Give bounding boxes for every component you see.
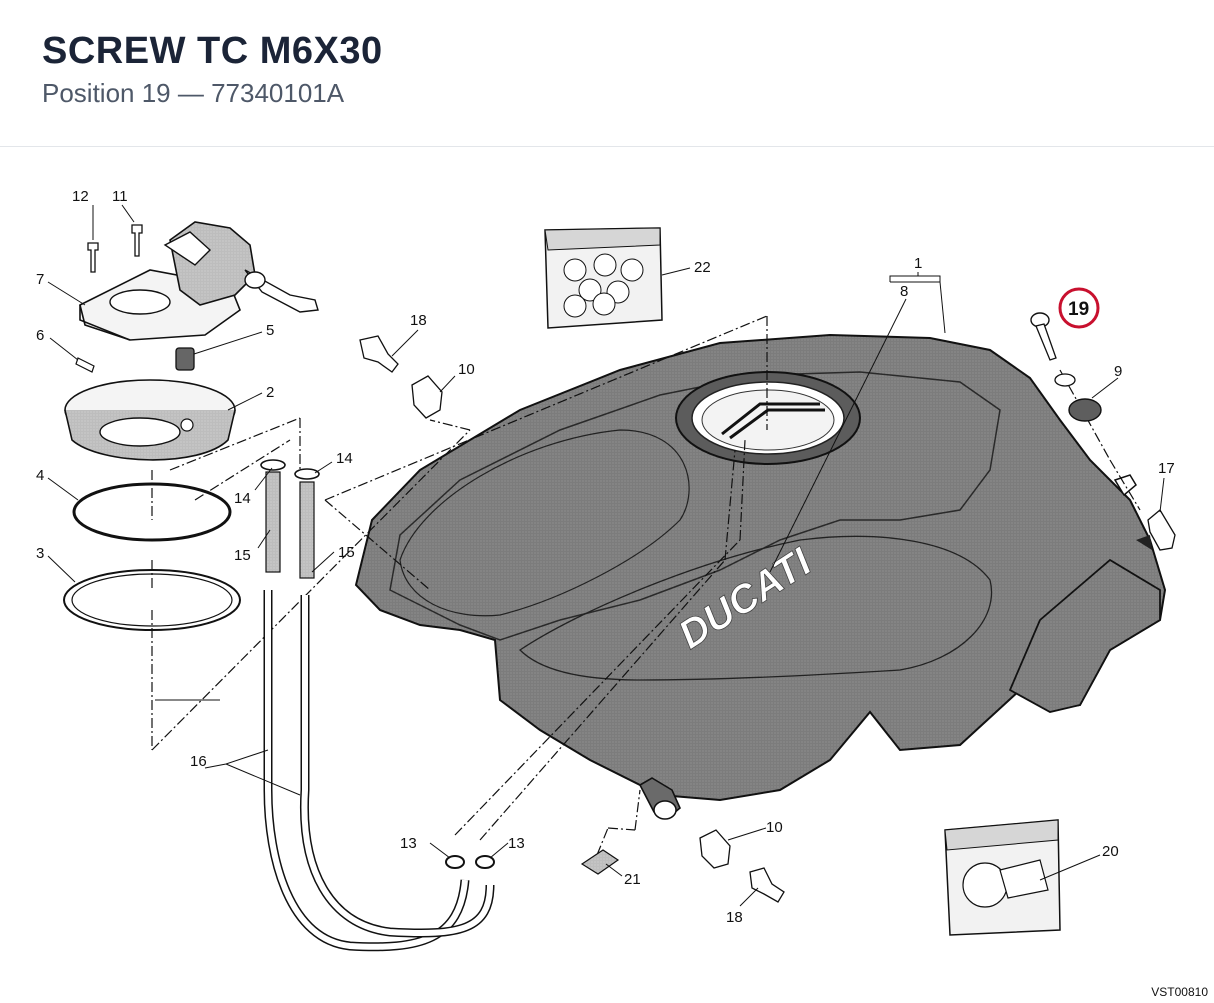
exploded-parts-diagram: DUCATI (0, 147, 1214, 1003)
callout-20: 20 (1102, 843, 1119, 860)
callout-9: 9 (1114, 363, 1122, 380)
callout-18a: 18 (410, 312, 427, 329)
decal-sheets (544, 227, 1061, 936)
callout-12: 12 (72, 188, 89, 205)
callout-15b: 15 (338, 544, 355, 561)
screw-tc-m6x30-part-19[interactable] (1030, 312, 1057, 361)
callout-2: 2 (266, 384, 274, 401)
callout-11: 11 (112, 188, 128, 205)
part-title: SCREW TC M6X30 (42, 30, 383, 72)
callout-14a: 14 (336, 450, 353, 467)
callout-21: 21 (624, 871, 641, 888)
callout-13a: 13 (400, 835, 417, 852)
breather-hoses (260, 459, 495, 952)
callout-3: 3 (36, 545, 44, 562)
callout-1: 1 (914, 255, 922, 272)
callout-18b: 18 (726, 909, 743, 926)
drawing-code: VST00810 (1151, 985, 1208, 999)
callout-8: 8 (900, 283, 908, 300)
callout-14b: 14 (234, 490, 251, 507)
leader-lines (47, 204, 1165, 907)
callout-15a: 15 (234, 547, 251, 564)
callout-5: 5 (266, 322, 274, 339)
callout-labels: 12 11 7 6 5 2 4 3 14 14 15 15 16 18 10 2… (36, 188, 1175, 926)
callout-19-highlighted: 19 (1068, 299, 1089, 320)
callout-4: 4 (36, 467, 44, 484)
part-subtitle: Position 19 — 77340101A (42, 78, 345, 108)
page-header: SCREW TC M6X30 Position 19 — 77340101A (0, 0, 1214, 147)
callout-13b: 13 (508, 835, 525, 852)
filler-cap-assembly (63, 221, 319, 631)
assembly-axis-lines (151, 315, 1141, 856)
hardware-parts (359, 312, 1176, 903)
callout-10a: 10 (458, 361, 475, 378)
callout-7: 7 (36, 271, 44, 288)
callout-6: 6 (36, 327, 44, 344)
highlight-ring (1058, 287, 1100, 329)
callout-22: 22 (694, 259, 711, 276)
callout-16: 16 (190, 753, 207, 770)
fuel-tank[interactable]: DUCATI (354, 333, 1167, 820)
callout-17: 17 (1158, 460, 1175, 477)
callout-10b: 10 (766, 819, 783, 836)
